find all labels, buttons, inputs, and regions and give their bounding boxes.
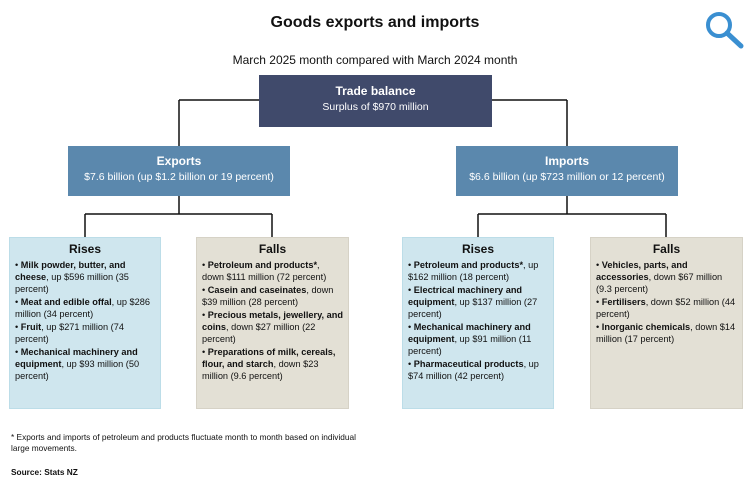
imports-heading: Imports: [544, 154, 589, 168]
exports-falls-heading: Falls: [258, 242, 287, 256]
page-subtitle: March 2025 month compared with March 202…: [232, 53, 518, 67]
exports-rises-heading: Rises: [68, 242, 102, 256]
imports-falls-heading: Falls: [652, 242, 681, 256]
imports-detail: $6.6 billion (up $723 million or 12 perc…: [469, 171, 665, 183]
list-item: • Fertilisers, down $52 million (44 perc…: [596, 297, 736, 319]
list-item: • Casein and caseinates, down $39 millio…: [202, 285, 334, 307]
exports-falls-box: Falls • Petroleum and products*, down $1…: [196, 237, 349, 409]
exports-rises-box: Rises • Milk powder, butter, and cheese,…: [9, 237, 161, 409]
exports-detail: $7.6 billion (up $1.2 billion or 19 perc…: [84, 171, 274, 183]
source-note: Source: Stats NZ: [11, 467, 78, 477]
list-item: • Meat and edible offal, up $286 million…: [15, 297, 150, 319]
trade-balance-heading: Trade balance: [335, 84, 416, 98]
imports-box: Imports $6.6 billion (up $723 million or…: [456, 146, 678, 196]
list-item: • Mechanical machinery and equipment, up…: [15, 347, 140, 381]
list-item: • Inorganic chemicals, down $14 million …: [596, 322, 736, 344]
trade-balance-box: Trade balance Surplus of $970 million: [259, 75, 492, 127]
list-item: • Petroleum and products*, down $111 mil…: [202, 260, 327, 282]
list-item: • Vehicles, parts, and accessories, down…: [596, 260, 723, 294]
imports-falls-box: Falls • Vehicles, parts, and accessories…: [590, 237, 743, 409]
list-item: • Pharmaceutical products, up $74 millio…: [408, 359, 539, 381]
exports-box: Exports $7.6 billion (up $1.2 billion or…: [68, 146, 290, 196]
search-icon[interactable]: [704, 10, 746, 50]
list-item: • Mechanical machinery and equipment, up…: [408, 322, 532, 356]
imports-rises-heading: Rises: [461, 242, 495, 256]
imports-rises-box: Rises • Petroleum and products*, up $162…: [402, 237, 554, 409]
list-item: • Fruit, up $271 million (74 percent): [15, 322, 124, 344]
trade-balance-detail: Surplus of $970 million: [322, 101, 429, 113]
list-item: • Precious metals, jewellery, and coins,…: [202, 310, 343, 344]
footnote: * Exports and imports of petroleum and p…: [11, 432, 356, 453]
list-item: • Petroleum and products*, up $162 milli…: [408, 260, 539, 282]
exports-heading: Exports: [156, 154, 202, 168]
list-item: • Preparations of milk, cereals, flour, …: [202, 347, 336, 381]
page-title: Goods exports and imports: [270, 14, 480, 31]
list-item: • Electrical machinery and equipment, up…: [408, 285, 538, 319]
list-item: • Milk powder, butter, and cheese, up $5…: [15, 260, 129, 294]
